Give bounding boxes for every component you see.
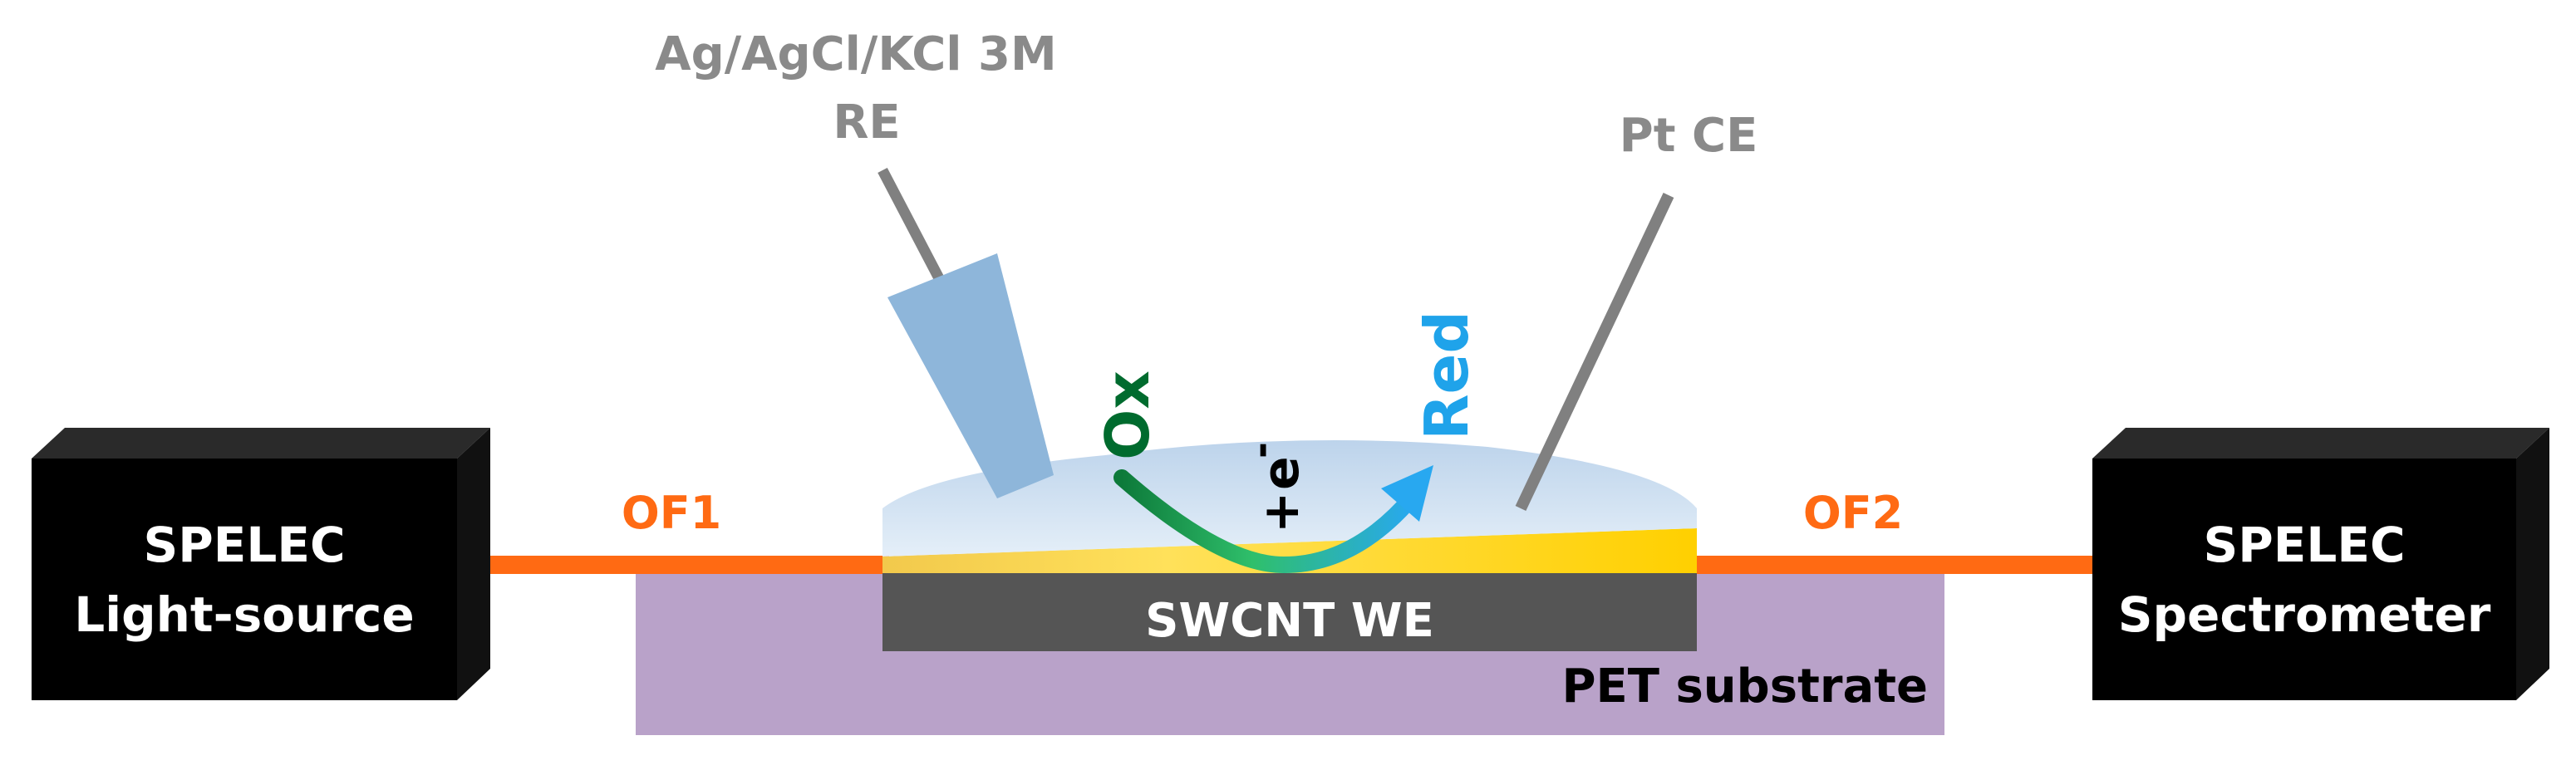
ox-label: Ox: [1093, 370, 1163, 460]
optical-fiber-of1: [490, 556, 889, 574]
reference-electrode-label-line2: RE: [833, 96, 900, 150]
plus-sign: +: [1252, 492, 1310, 533]
working-electrode-label: SWCNT WE: [1145, 594, 1434, 648]
red-label: Red: [1412, 311, 1482, 440]
electrolyte-droplet: [882, 440, 1697, 557]
light-source-label-line2: Light-source: [74, 586, 414, 643]
gold-layer: [882, 528, 1697, 573]
counter-electrode-label: Pt CE: [1620, 109, 1758, 163]
reference-electrode-label-line1: Ag/AgCl/KCl 3M: [655, 27, 1056, 81]
light-source-box-top: [32, 428, 490, 459]
spectrometer-label-line2: Spectrometer: [2118, 586, 2491, 643]
light-source-box-side: [457, 428, 490, 700]
reference-electrode-body: [887, 253, 1054, 498]
counter-electrode-wire: [1515, 193, 1674, 511]
re-wire: [878, 167, 944, 282]
redox-arrow-head: [1381, 465, 1433, 522]
of2-label: OF2: [1803, 487, 1903, 539]
light-source-label-line1: SPELEC: [143, 517, 345, 573]
electron-symbol: e: [1252, 456, 1310, 490]
spectrometer-box-side: [2516, 428, 2549, 700]
electron-term: + e -: [1238, 442, 1310, 533]
of1-label: OF1: [622, 487, 721, 539]
spectrometer-label-line1: SPELEC: [2203, 517, 2405, 573]
spectrometer-box-front: [2092, 459, 2516, 700]
substrate-label: PET substrate: [1561, 660, 1928, 714]
electron-charge: -: [1238, 442, 1285, 459]
spectrometer-box: SPELEC Spectrometer: [2092, 428, 2549, 700]
light-source-box: SPELEC Light-source: [32, 428, 490, 700]
light-source-box-front: [32, 459, 457, 700]
swcnt-working-electrode: [882, 571, 1697, 651]
spectrometer-box-top: [2092, 428, 2549, 459]
optical-fiber-of2: [1695, 556, 2092, 574]
redox-arrow: [1113, 469, 1421, 574]
